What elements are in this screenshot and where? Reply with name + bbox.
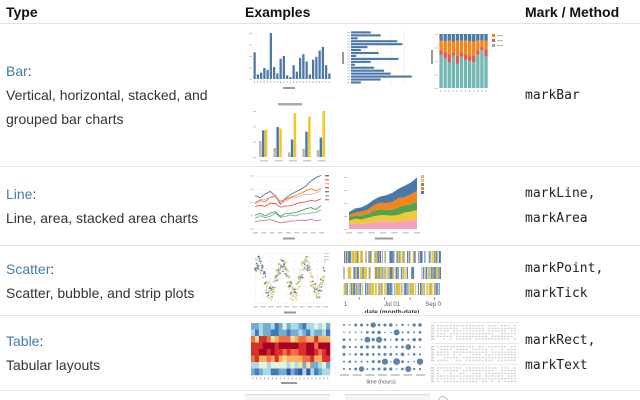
bar-description: Vertical, horizontal, stacked, and group… <box>6 87 208 127</box>
svg-text:Jul 01: Jul 01 <box>384 302 401 308</box>
colon: : <box>32 186 37 202</box>
thumbnail-text-table <box>431 322 519 382</box>
thumbnail-heatmap <box>251 323 331 384</box>
mark-area-code: markArea <box>525 211 588 226</box>
bar-examples-cell <box>245 24 523 166</box>
line-examples-cell <box>245 167 523 245</box>
column-header-type: Type <box>6 3 38 20</box>
svg-text:Sep 0: Sep 0 <box>425 302 441 308</box>
mark-point-code: markPoint, <box>525 260 604 276</box>
mark-tick-code: markTick <box>525 285 588 301</box>
thumbnail-horizontal-bar-chart <box>342 31 412 84</box>
table-row-scatter: Scatter: Scatter, bubble, and strip plot… <box>0 246 640 316</box>
colon: : <box>27 63 32 79</box>
thumbnail-stacked-area-chart <box>344 175 424 240</box>
table-description: Tabular layouts <box>6 357 101 373</box>
svg-text:1: 1 <box>344 302 348 308</box>
table-link[interactable]: Table <box>6 333 40 349</box>
thumbnail-grouped-bar-chart <box>253 103 326 162</box>
type-cell-table: Table: <box>6 329 245 353</box>
mark-rect-code: markRect, <box>525 333 596 348</box>
scatter-description: Scatter, bubble, and strip plots <box>6 284 195 301</box>
table-header-row: Type Examples Mark / Method <box>0 0 640 24</box>
mark-bar-code: markBar <box>525 87 580 103</box>
thumbnail-partial-circle <box>438 396 448 400</box>
table-row-bar: Bar: Vertical, horizontal, stacked, and … <box>0 24 640 167</box>
thumbnail-multi-line-chart <box>250 174 329 240</box>
thumbnail-strip-plot: 1 Jul 01 Sep 0 date (month-date) <box>343 251 442 313</box>
table-row-line: Line: Line, area, stacked area charts ma… <box>0 167 640 246</box>
line-link[interactable]: Line <box>6 186 33 202</box>
bar-link[interactable]: Bar <box>6 63 28 79</box>
type-cell-bar: Bar: <box>6 59 245 83</box>
svg-text:time (hours): time (hours) <box>366 380 396 386</box>
type-cell-scatter: Scatter: <box>6 257 245 281</box>
colon: : <box>50 260 55 277</box>
mark-line-code: markLine, <box>525 186 596 201</box>
column-header-examples: Examples <box>245 3 311 20</box>
thumbnail-bubble-matrix: time (hours) <box>340 322 425 386</box>
mark-text-code: markText <box>525 358 588 373</box>
partial-examples-cell <box>245 391 523 400</box>
column-header-mark-method: Mark / Method <box>525 3 620 20</box>
line-description: Line, area, stacked area charts <box>6 210 199 226</box>
scatter-link[interactable]: Scatter <box>6 260 51 277</box>
thumbnail-partial-2 <box>345 394 430 400</box>
thumbnail-scatter-plot <box>253 253 329 314</box>
type-cell-line: Line: <box>6 182 245 206</box>
table-row-table: Table: Tabular layouts time (hours) mark… <box>0 316 640 391</box>
table-row-partial <box>0 391 640 400</box>
thumbnail-stacked-bar-chart <box>431 34 503 92</box>
thumbnail-vertical-bar-chart <box>249 33 331 89</box>
table-examples-cell: time (hours) <box>245 316 523 390</box>
svg-text:date (month-date): date (month-date) <box>365 309 420 313</box>
scatter-examples-cell: 1 Jul 01 Sep 0 date (month-date) <box>245 246 523 315</box>
colon: : <box>39 333 44 349</box>
thumbnail-partial-1 <box>245 394 330 400</box>
